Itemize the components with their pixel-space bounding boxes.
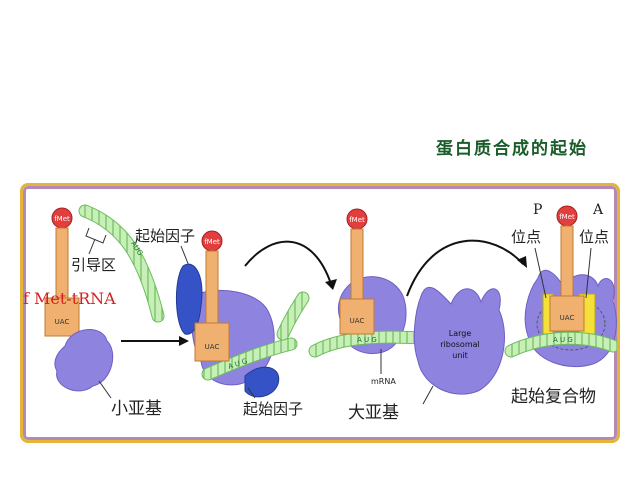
trna-stem — [55, 227, 69, 299]
a-site-letter: A — [592, 202, 604, 218]
a-site-word: 位点 — [579, 228, 609, 246]
step-arrow-3 — [406, 239, 524, 297]
stage3-fmet-text: fMet — [349, 216, 365, 224]
diagram-title: 蛋白质合成的起始 — [436, 139, 588, 159]
small-subunit-label: 小亚基 — [111, 399, 162, 419]
complex-uac-text: UAC — [205, 343, 220, 351]
p-site-word: 位点 — [511, 228, 541, 246]
fmet-trna-label: f Met-tRNA — [23, 289, 116, 308]
stage3-uac-text: UAC — [350, 317, 365, 325]
fmet-text: fMet — [54, 215, 70, 223]
final-uac-text: UAC — [560, 314, 575, 322]
mrna-label: mRNA — [371, 377, 396, 386]
initiation-factor-label-bottom: 起始因子 — [243, 400, 303, 418]
final-trna: fMet UAC — [549, 205, 585, 332]
p-site-letter: P — [533, 202, 542, 218]
stage3-trna: fMet UAC — [339, 208, 375, 335]
initiation-factor-blue-bottom — [244, 366, 280, 398]
complex-fmet-text: fMet — [204, 238, 220, 246]
initiation-complex-label: 起始复合物 — [511, 387, 596, 407]
large-unit-text-1: Large — [449, 329, 472, 338]
final-aug-text: A U G — [553, 336, 573, 344]
final-fmet-text: fMet — [559, 213, 575, 221]
step-arrow-2 — [244, 240, 332, 285]
large-unit-text-3: unit — [452, 351, 468, 360]
large-unit-text-2: ribosomal — [440, 340, 479, 349]
leader-region-bracket — [85, 227, 107, 244]
leader-region-label: 引导区 — [71, 256, 116, 274]
large-subunit-label: 大亚基 — [348, 403, 399, 423]
anticodon-text: UAC — [55, 318, 70, 326]
small-subunit-shape — [54, 329, 114, 392]
diagram-panel: AUG 引导区 fMet UAC f Met-tRNA 小亚基 起始因子 A U… — [20, 183, 620, 443]
complex-trna: fMet UAC — [194, 230, 230, 362]
initiation-diagram: AUG 引导区 fMet UAC f Met-tRNA 小亚基 起始因子 A U… — [23, 202, 617, 423]
stage3-aug-text: A U G — [357, 336, 377, 344]
initiation-factor-label-top: 起始因子 — [135, 227, 195, 245]
large-subunit-shape — [413, 287, 505, 395]
